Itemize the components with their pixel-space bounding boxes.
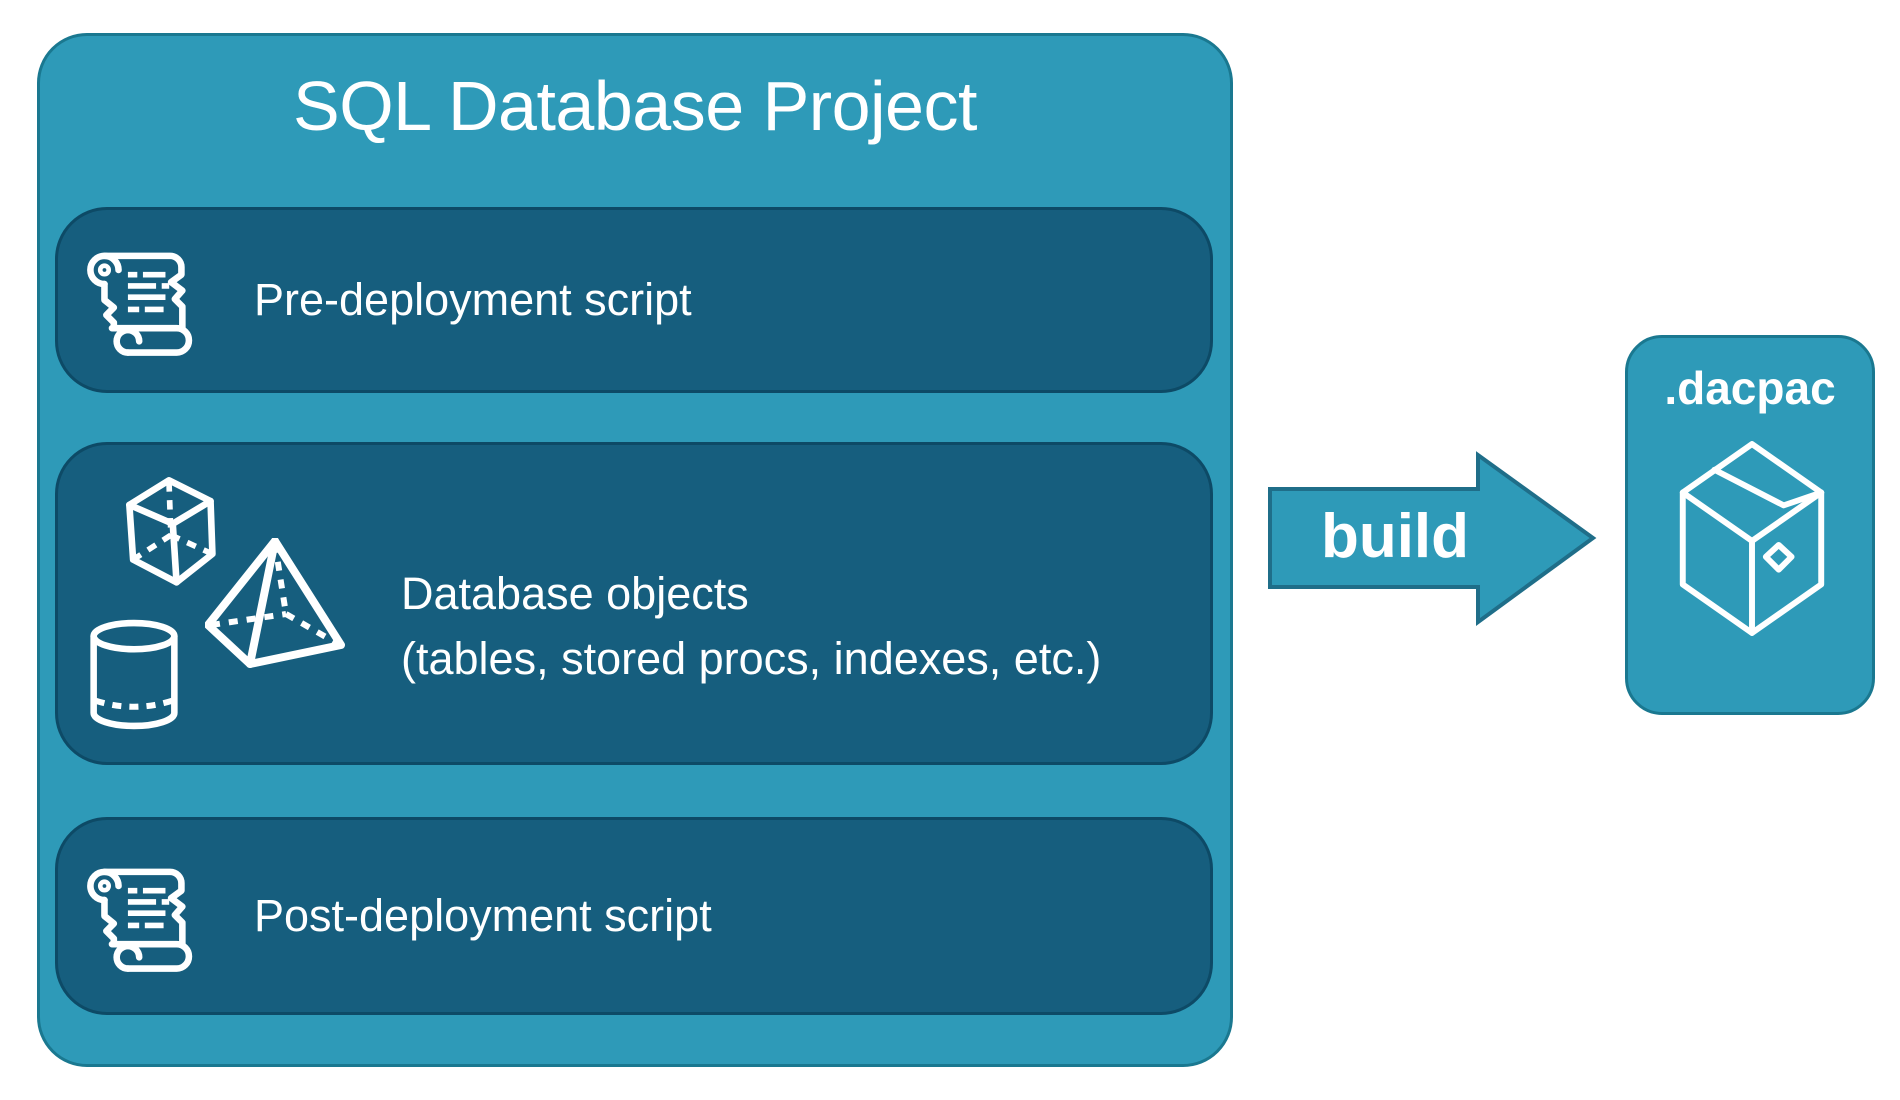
sql-database-project-container: SQL Database Project Pre-deployment scri… — [37, 33, 1233, 1067]
card-post-deployment-script: Post-deployment script — [55, 817, 1213, 1015]
dacpac-box: .dacpac — [1625, 335, 1875, 715]
cube-icon — [111, 469, 227, 587]
pyramid-icon — [204, 537, 345, 670]
build-arrow-label: build — [1320, 502, 1470, 571]
scroll-icon — [81, 243, 203, 357]
build-arrow — [1268, 451, 1597, 626]
package-icon — [1663, 434, 1841, 644]
scroll-icon — [81, 859, 203, 973]
project-title: SQL Database Project — [293, 67, 977, 145]
card-label-line2: (tables, stored procs, indexes, etc.) — [401, 633, 1102, 685]
card-database-objects: Database objects (tables, stored procs, … — [55, 442, 1213, 765]
card-label-database-objects: Database objects (tables, stored procs, … — [401, 561, 1101, 692]
card-label-line1: Database objects — [401, 568, 749, 619]
card-label-pre-deployment: Pre-deployment script — [254, 274, 692, 326]
card-label-post-deployment: Post-deployment script — [254, 890, 712, 942]
card-pre-deployment-script: Pre-deployment script — [55, 207, 1213, 393]
cylinder-icon — [84, 619, 184, 732]
dacpac-label: .dacpac — [1664, 362, 1836, 414]
